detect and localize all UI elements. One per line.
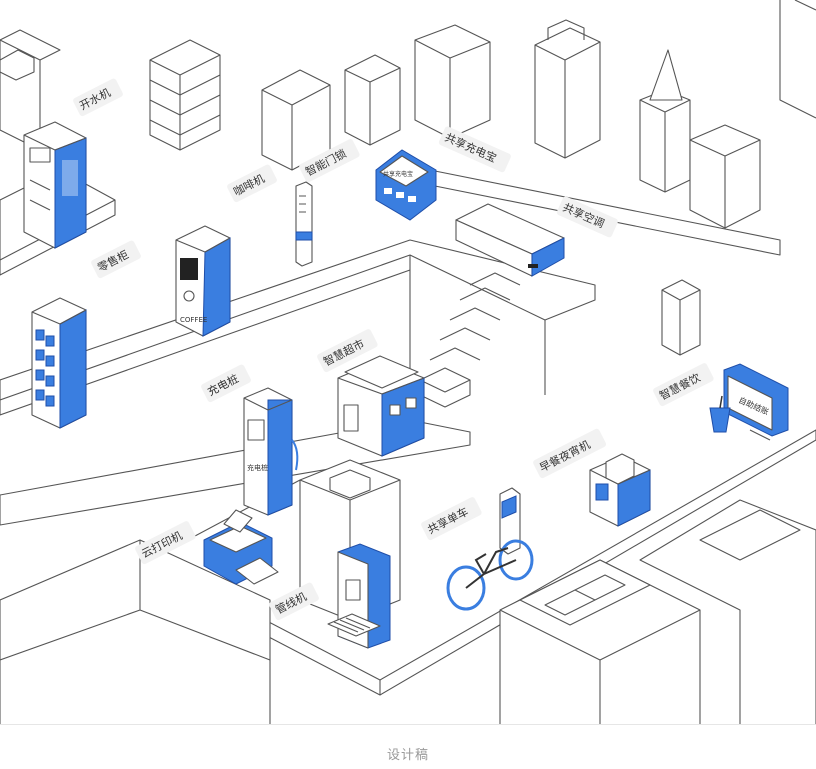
label-charging-pile: 充电桩	[201, 364, 251, 403]
label-coffee: 咖啡机	[227, 164, 277, 203]
label-retail-cabinet: 零售柜	[91, 240, 141, 279]
label-shared-bike: 共享单车	[421, 497, 482, 541]
breakfast-machine	[589, 453, 651, 527]
label-pipeline-machine: 管线机	[269, 582, 319, 621]
pipeline-machine	[327, 543, 391, 649]
label-boiled-water: 开水机	[73, 78, 123, 117]
divider-line	[0, 724, 816, 725]
shared-bike	[446, 487, 534, 611]
caption: 设计稿	[386, 748, 429, 763]
isometric-scene: COFFEE 共享充电宝 充电桩	[0, 0, 816, 725]
power-bank-screen-text: 共享充电宝	[383, 170, 413, 178]
smart-dining-kiosk: 自助结账	[709, 363, 789, 441]
coffee-machine: COFFEE	[175, 225, 231, 337]
charging-pile-screen-text: 充电桩	[247, 463, 268, 472]
label-power-bank: 共享充电宝	[438, 126, 511, 173]
power-bank-station: 共享充电宝	[375, 149, 437, 221]
shared-air-conditioner	[455, 203, 565, 277]
cloud-printer	[203, 509, 279, 585]
label-smart-dining: 智慧餐饮	[653, 363, 714, 407]
coffee-machine-logo: COFFEE	[180, 316, 207, 324]
smart-supermarket	[337, 355, 425, 457]
charging-pile: 充电桩	[243, 387, 299, 516]
retail-cabinet	[31, 297, 87, 429]
smart-lock	[295, 181, 313, 267]
boiled-water-machine	[23, 121, 87, 249]
